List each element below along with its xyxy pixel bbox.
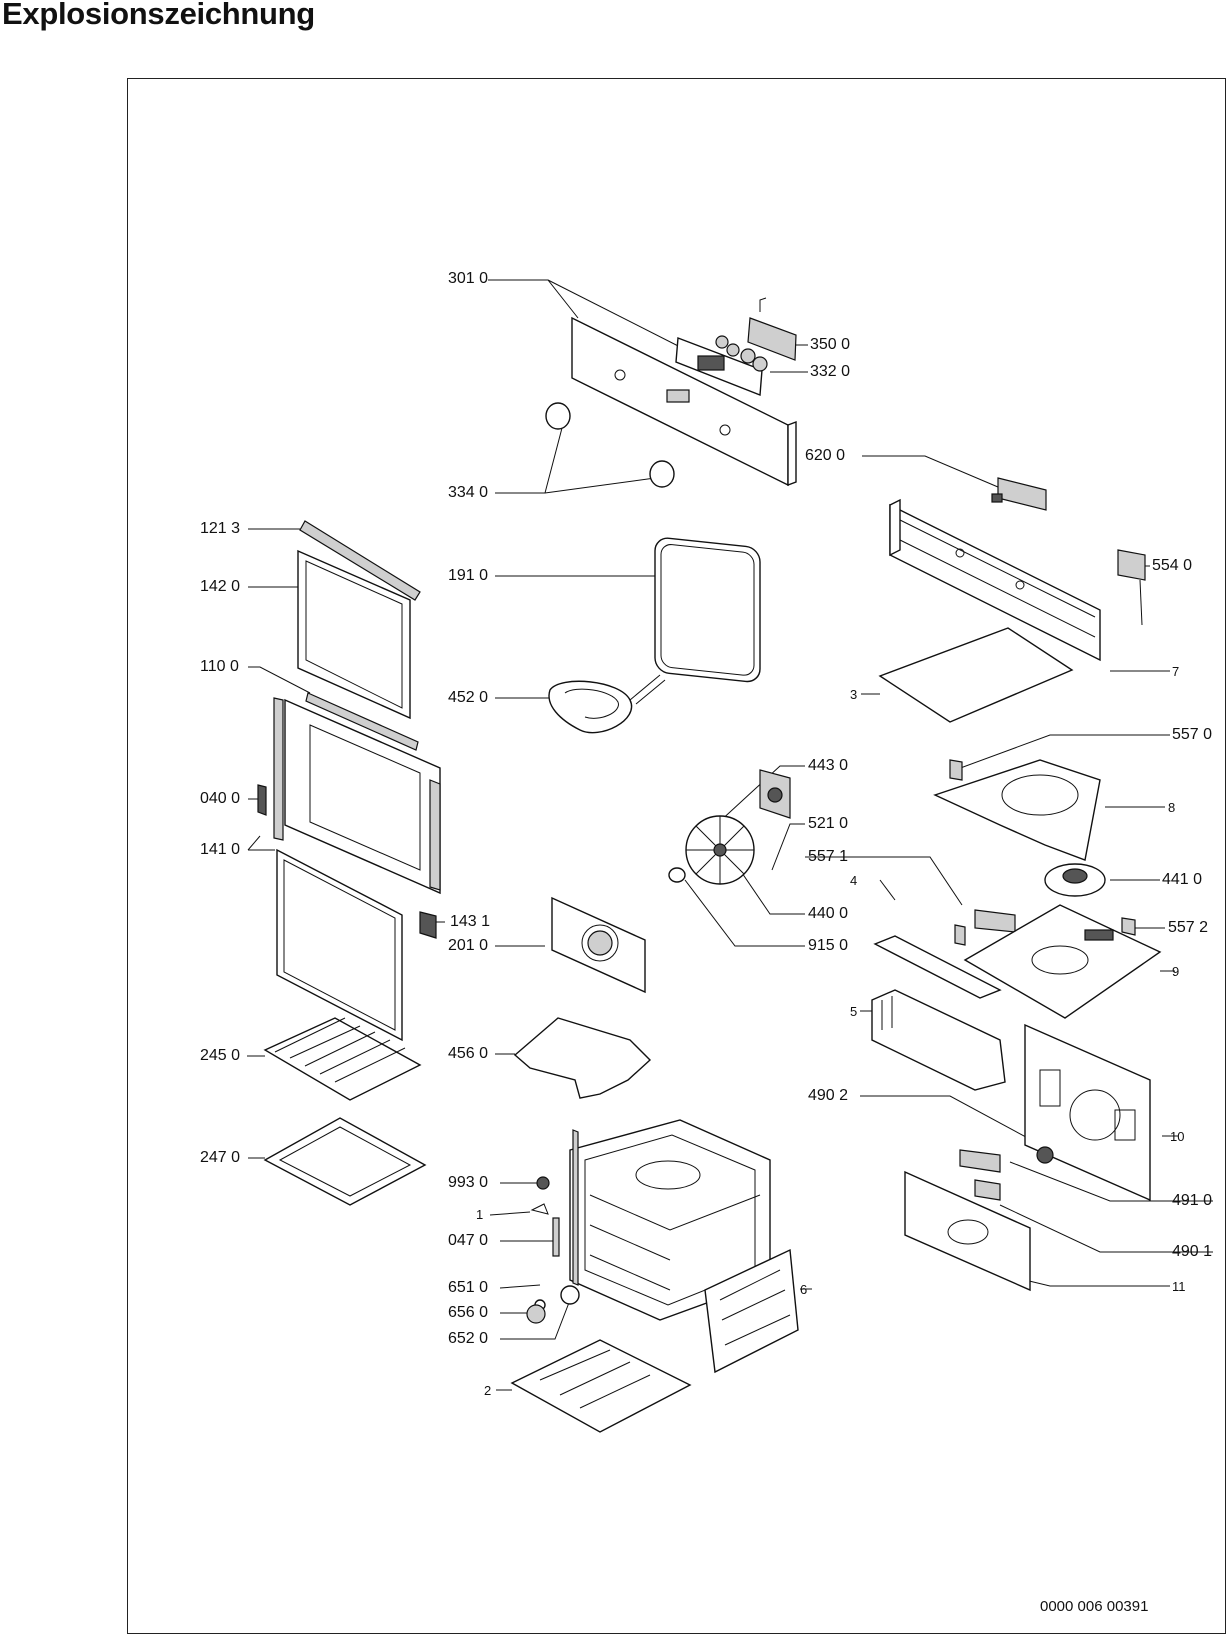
cover-plate-9 bbox=[963, 904, 1162, 1019]
baking-tray-247 bbox=[263, 1117, 427, 1206]
label-3: 3 bbox=[850, 687, 858, 702]
label-143-1: 143 1 bbox=[450, 913, 491, 930]
cooling-fan-620 bbox=[991, 477, 1047, 511]
label-915-0: 915 0 bbox=[808, 937, 849, 954]
label-247-0: 247 0 bbox=[200, 1149, 241, 1166]
leader-lines bbox=[247, 279, 1213, 1391]
label-047-0: 047 0 bbox=[448, 1232, 489, 1249]
label-332-0: 332 0 bbox=[810, 363, 851, 380]
frame-7 bbox=[889, 498, 1101, 662]
door-handle-110 bbox=[305, 692, 419, 751]
door-inner-glass-141 bbox=[276, 848, 403, 1042]
page-title: Explosionszeichnung bbox=[2, 0, 315, 31]
label-11: 11 bbox=[1172, 1279, 1186, 1294]
relay-521 bbox=[974, 909, 1016, 933]
label-557-0: 557 0 bbox=[1172, 726, 1213, 743]
label-350-0: 350 0 bbox=[810, 336, 851, 353]
cover-panel-3 bbox=[878, 627, 1074, 723]
top-heater-452 bbox=[548, 674, 666, 734]
label-554-0: 554 0 bbox=[1152, 557, 1193, 574]
side-rail-6 bbox=[704, 1248, 799, 1374]
label-652-0: 652 0 bbox=[448, 1330, 489, 1347]
label-201-0: 201 0 bbox=[448, 937, 489, 954]
electronic-module-350 bbox=[747, 297, 797, 361]
terminal-block-490 bbox=[1036, 1146, 1054, 1164]
small-parts bbox=[526, 1176, 580, 1324]
fan-housing-8 bbox=[933, 759, 1101, 861]
label-993-0: 993 0 bbox=[448, 1174, 489, 1191]
label-040-0: 040 0 bbox=[200, 790, 241, 807]
label-1: 1 bbox=[476, 1207, 484, 1222]
label-557-2: 557 2 bbox=[1168, 919, 1209, 936]
sensor-557-2 bbox=[1121, 917, 1136, 936]
knob-spindles-332 bbox=[715, 335, 768, 372]
door-outer-glass-142 bbox=[297, 549, 411, 720]
label-456-0: 456 0 bbox=[448, 1045, 489, 1062]
temperature-limiter-554 bbox=[1117, 549, 1146, 626]
oven-cavity bbox=[569, 1119, 771, 1321]
label-443-0: 443 0 bbox=[808, 757, 849, 774]
door-hinge-040 bbox=[257, 784, 267, 816]
door-trim-121 bbox=[299, 520, 421, 601]
sensor-557-1 bbox=[954, 924, 966, 946]
label-191-0: 191 0 bbox=[448, 567, 489, 584]
ring-heater-456 bbox=[513, 1017, 652, 1099]
rear-panel-201 bbox=[551, 896, 646, 994]
label-490-2: 490 2 bbox=[808, 1087, 849, 1104]
fan-motor-443 bbox=[759, 769, 791, 819]
label-4: 4 bbox=[850, 873, 858, 888]
label-521-0: 521 0 bbox=[808, 815, 849, 832]
duct-4 bbox=[873, 935, 1002, 999]
label-441-0: 441 0 bbox=[1162, 871, 1203, 888]
terminal-block-491 bbox=[959, 1149, 1001, 1173]
label-620-0: 620 0 bbox=[805, 447, 846, 464]
label-651-0: 651 0 bbox=[448, 1279, 489, 1296]
label-557-1: 557 1 bbox=[808, 848, 849, 865]
drawing-frame bbox=[127, 78, 1226, 1634]
label-656-0: 656 0 bbox=[448, 1304, 489, 1321]
label-121-3: 121 3 bbox=[200, 520, 241, 537]
display-module bbox=[675, 337, 763, 396]
back-panel-11 bbox=[904, 1170, 1031, 1292]
label-6: 6 bbox=[800, 1282, 808, 1297]
label-110-0: 110 0 bbox=[200, 658, 239, 675]
label-5: 5 bbox=[850, 1004, 858, 1019]
control-knobs-334 bbox=[545, 402, 675, 488]
label-245-0: 245 0 bbox=[200, 1047, 241, 1064]
label-491-0: 491 0 bbox=[1172, 1192, 1213, 1209]
door-frame-assembly bbox=[273, 697, 441, 895]
label-9: 9 bbox=[1172, 964, 1180, 979]
label-10: 10 bbox=[1170, 1129, 1185, 1144]
tangential-fan-441 bbox=[1044, 863, 1106, 897]
label-7: 7 bbox=[1172, 664, 1180, 679]
label-440-0: 440 0 bbox=[808, 905, 849, 922]
label-301-0: 301 0 bbox=[448, 270, 489, 287]
hinge-cover-143 bbox=[419, 911, 437, 939]
bottom-panel-2 bbox=[510, 1339, 692, 1433]
label-142-0: 142 0 bbox=[200, 578, 241, 595]
label-8: 8 bbox=[1168, 800, 1176, 815]
label-141-0: 141 0 bbox=[200, 841, 241, 858]
rear-wall-10 bbox=[1024, 1023, 1151, 1202]
document-number: 0000 006 00391 bbox=[1040, 1598, 1149, 1615]
control-panel bbox=[571, 316, 797, 487]
grill-rack-245 bbox=[263, 1017, 422, 1101]
label-490-1: 490 1 bbox=[1172, 1243, 1213, 1260]
label-452-0: 452 0 bbox=[448, 689, 489, 706]
terminal-490-1 bbox=[974, 1179, 1001, 1201]
fan-wheel-440 bbox=[685, 815, 755, 885]
sensor-557 bbox=[949, 759, 963, 781]
side-panel-5 bbox=[871, 989, 1006, 1091]
oven-seal-191 bbox=[654, 537, 761, 683]
fan-nut-915 bbox=[668, 867, 686, 883]
label-334-0: 334 0 bbox=[448, 484, 489, 501]
label-2: 2 bbox=[484, 1383, 492, 1398]
